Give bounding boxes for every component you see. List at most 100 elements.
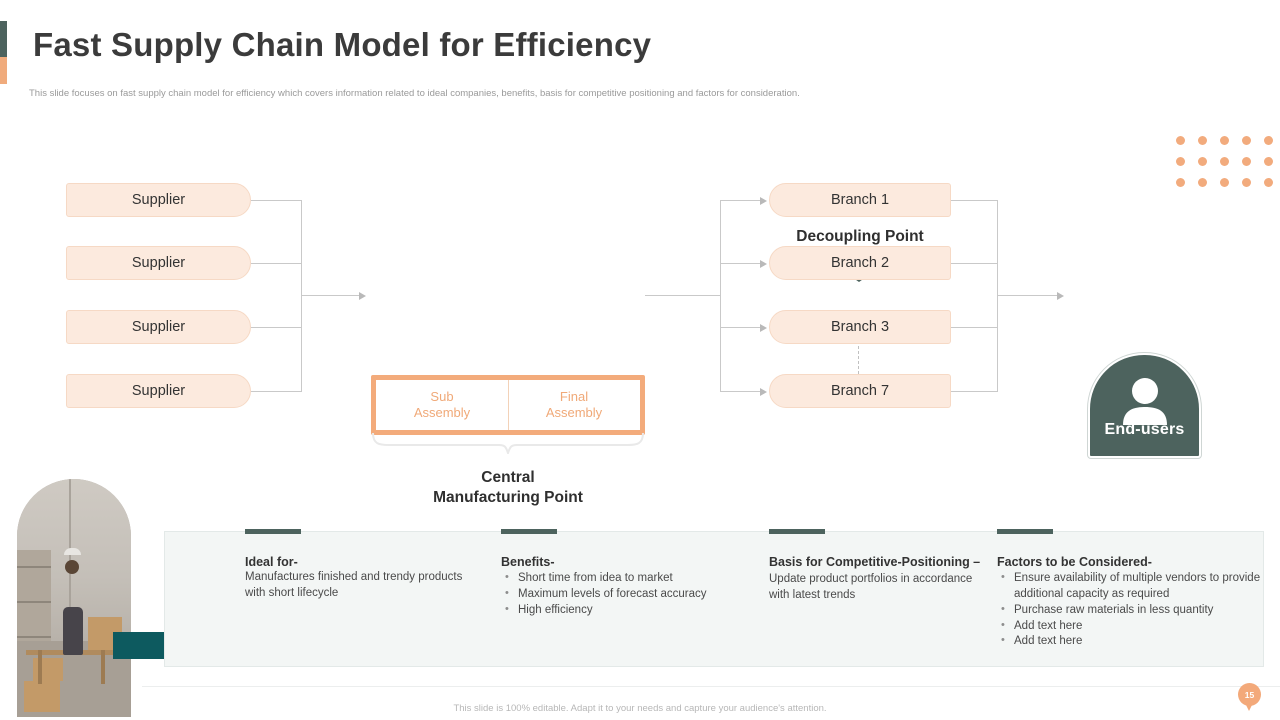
info-column-3: Basis for Competitive-Positioning – Upda… (769, 529, 984, 666)
decor-dot (1176, 178, 1185, 187)
footer-divider (142, 686, 1280, 687)
page-pin-tip (1244, 701, 1254, 711)
central-caption-line2: Manufacturing Point (433, 488, 583, 506)
column-bullet-list: Ensure availability of multiple vendors … (997, 570, 1265, 650)
decoupling-point-label: Decoupling Point (796, 228, 924, 245)
supplier-connector-2 (251, 263, 301, 264)
page-number-badge: 15 (1238, 683, 1261, 713)
branch-label: Branch 3 (830, 319, 890, 335)
list-item: Maximum levels of forecast accuracy (501, 586, 726, 603)
photo-accent-rectangle (113, 632, 169, 659)
column-tab (997, 529, 1053, 534)
branch-connector-out-4 (951, 391, 997, 392)
central-to-branch-line (645, 295, 720, 296)
photo-worker-body (62, 607, 83, 656)
list-item: Add text here (997, 618, 1265, 635)
branch-arrow-4 (760, 388, 767, 396)
supplier-bus-line (301, 200, 302, 392)
supplier-node-1[interactable]: Supplier (66, 183, 251, 217)
warehouse-photo (14, 476, 134, 720)
supply-chain-diagram: Supplier Supplier Supplier Supplier Sub … (0, 110, 1280, 506)
final-assembly-line1: Final (559, 388, 589, 404)
page-subtitle: This slide focuses on fast supply chain … (29, 88, 800, 99)
decor-dot (1220, 157, 1229, 166)
column-tab (769, 529, 825, 534)
dot-grid-decoration (1176, 136, 1276, 188)
decor-dot (1198, 178, 1207, 187)
end-users-node[interactable]: End-users (1088, 353, 1201, 458)
branch-label: Branch 2 (830, 255, 890, 271)
end-users-label: End-users (1104, 421, 1185, 438)
branch-connector-in-2 (720, 263, 760, 264)
branch-node-4[interactable]: Branch 7 (769, 374, 951, 408)
decor-dot (1198, 157, 1207, 166)
user-icon (1122, 378, 1167, 425)
column-tab (501, 529, 557, 534)
title-accent-bar (0, 21, 7, 84)
info-panel: Ideal for- Manufactures finished and tre… (164, 529, 1265, 667)
branch-connector-in-1 (720, 200, 760, 201)
central-manufacturing-box[interactable]: Sub Assembly Final Assembly (371, 375, 645, 435)
column-body: Manufactures finished and trendy product… (245, 571, 463, 600)
info-column-1: Ideal for- Manufactures finished and tre… (245, 529, 470, 666)
sub-assembly-cell[interactable]: Sub Assembly (376, 380, 508, 430)
supplier-label: Supplier (131, 255, 186, 271)
branch-label: Branch 7 (830, 383, 890, 399)
page-number: 15 (1238, 683, 1261, 706)
decor-dot (1220, 136, 1229, 145)
decor-dot (1264, 178, 1273, 187)
column-heading: Benefits- (501, 555, 555, 569)
branch-arrow-3 (760, 324, 767, 332)
branch-node-1[interactable]: Branch 1 (769, 183, 951, 217)
final-assembly-cell[interactable]: Final Assembly (508, 380, 640, 430)
decor-dot (1242, 136, 1251, 145)
decor-dot (1264, 157, 1273, 166)
list-item: Ensure availability of multiple vendors … (997, 570, 1265, 603)
column-heading: Factors to be Considered- (997, 555, 1152, 569)
branch-connector-out-2 (951, 263, 997, 264)
page-title: Fast Supply Chain Model for Efficiency (33, 26, 652, 63)
branch-node-2[interactable]: Branch 2 (769, 246, 951, 280)
decor-dot (1176, 136, 1185, 145)
decor-dot (1264, 136, 1273, 145)
supplier-connector-1 (251, 200, 301, 201)
branch-node-3[interactable]: Branch 3 (769, 310, 951, 344)
branch-to-enduser-arrow (1057, 292, 1064, 300)
photo-worker-head (64, 560, 79, 575)
central-box-divider (508, 380, 509, 430)
info-column-2: Benefits- Short time from idea to market… (501, 529, 726, 666)
branch-bus-line-left (720, 200, 721, 392)
branch-arrow-2 (760, 260, 767, 268)
branch-to-enduser-line (997, 295, 1057, 296)
supplier-node-3[interactable]: Supplier (66, 310, 251, 344)
branch-arrow-1 (760, 197, 767, 205)
branch-bus-line-right (997, 200, 998, 392)
branch-connector-in-4 (720, 391, 760, 392)
decor-dot (1242, 178, 1251, 187)
decor-dot (1198, 136, 1207, 145)
final-assembly-line2: Assembly (545, 405, 603, 420)
list-item: Short time from idea to market (501, 570, 726, 587)
list-item: High efficiency (501, 602, 726, 619)
supplier-to-central-line (301, 295, 359, 296)
supplier-connector-4 (251, 391, 301, 392)
branch-label: Branch 1 (830, 192, 890, 208)
decor-dot (1242, 157, 1251, 166)
column-body: Update product portfolios in accordance … (769, 572, 973, 601)
supplier-connector-3 (251, 327, 301, 328)
decor-dot (1220, 178, 1229, 187)
accent-bar-bottom (0, 57, 7, 84)
photo-wall-seam (69, 479, 72, 641)
branch-ellipsis-dashed-line (858, 346, 859, 374)
photo-worker-hat (63, 548, 81, 556)
column-heading: Ideal for- (245, 555, 298, 569)
decor-dot (1176, 157, 1185, 166)
branch-connector-out-1 (951, 200, 997, 201)
supplier-label: Supplier (131, 319, 186, 335)
supplier-to-central-arrow (359, 292, 366, 300)
column-bullet-list: Short time from idea to marketMaximum le… (501, 570, 726, 619)
info-column-4: Factors to be Considered- Ensure availab… (997, 529, 1265, 666)
supplier-node-2[interactable]: Supplier (66, 246, 251, 280)
supplier-node-4[interactable]: Supplier (66, 374, 251, 408)
